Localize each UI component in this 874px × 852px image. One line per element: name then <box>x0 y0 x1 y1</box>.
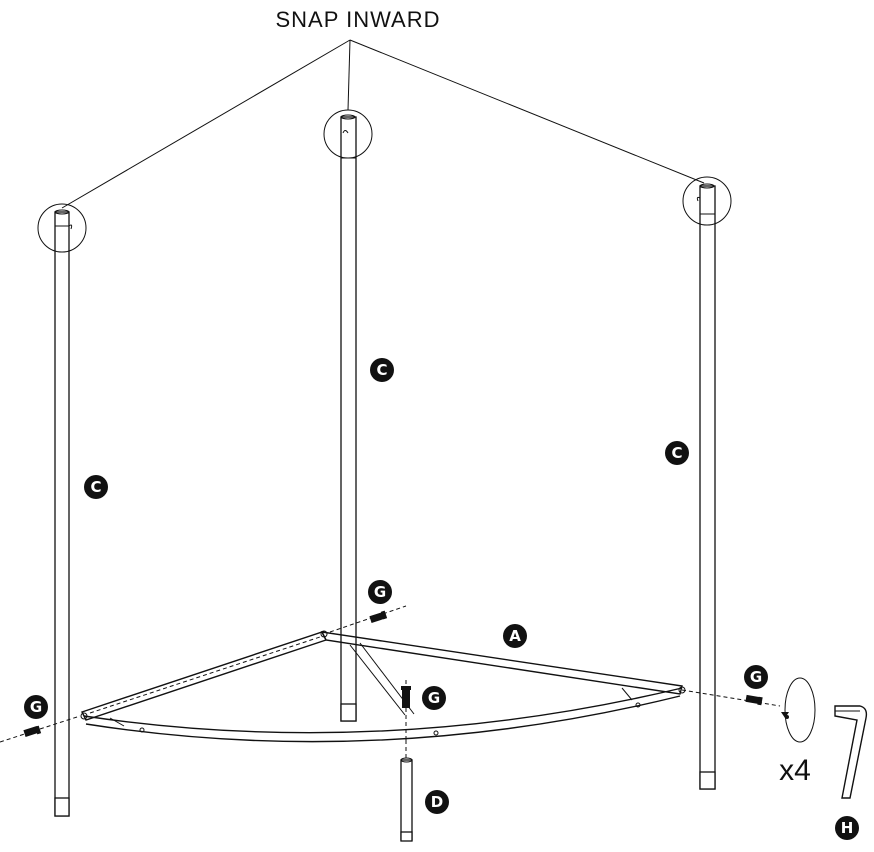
middle-pole <box>323 109 373 722</box>
screw-upper <box>369 610 388 623</box>
rotate-arrow-icon <box>781 677 816 743</box>
badge-shelf: A <box>503 624 527 648</box>
badge-foot: D <box>425 790 449 814</box>
repeat-count: x4 <box>779 754 811 787</box>
instruction-title: SNAP INWARD <box>275 7 440 32</box>
svg-text:C: C <box>90 478 101 496</box>
svg-text:H: H <box>841 819 854 837</box>
screw-left <box>23 725 42 737</box>
badge-screw-upper: G <box>368 580 392 604</box>
right-pole <box>682 176 732 790</box>
badge-pole-middle: C <box>370 358 394 382</box>
corner-shelf-frame <box>80 630 686 743</box>
snap-inward-pointer-lines <box>61 39 705 209</box>
badge-pole-left: C <box>84 475 108 499</box>
hex-key-icon <box>834 705 868 799</box>
screw-right <box>745 694 763 706</box>
svg-text:C: C <box>376 361 387 379</box>
svg-text:D: D <box>431 793 443 811</box>
badge-screw-right: G <box>744 665 768 689</box>
badge-pole-right: C <box>665 441 689 465</box>
svg-text:A: A <box>509 627 521 645</box>
screws <box>0 605 781 743</box>
badge-screw-left: G <box>24 695 48 719</box>
left-pole <box>37 203 87 817</box>
svg-text:C: C <box>671 444 682 462</box>
badge-screw-center: G <box>422 686 446 710</box>
badge-hex-key: H <box>835 816 859 840</box>
svg-text:G: G <box>30 698 42 716</box>
foot-d <box>400 740 413 842</box>
svg-text:G: G <box>374 583 386 601</box>
svg-text:G: G <box>750 668 762 686</box>
screw-center <box>401 686 411 708</box>
svg-text:G: G <box>428 689 440 707</box>
